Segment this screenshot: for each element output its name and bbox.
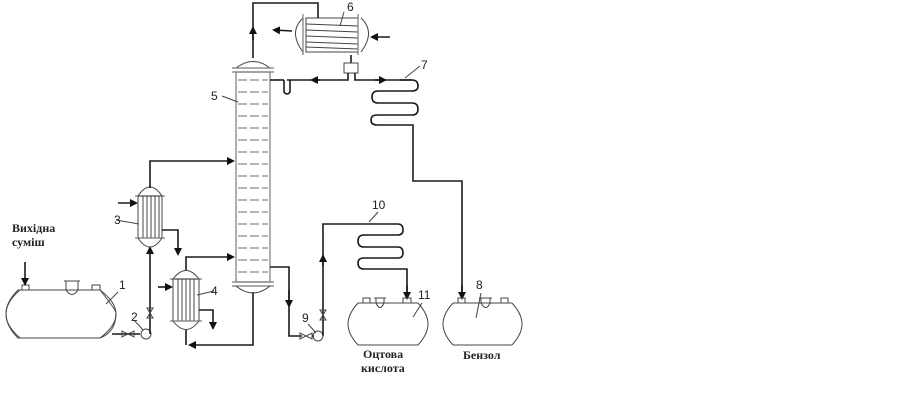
- valve-icon: [319, 309, 327, 321]
- label-2: 2: [131, 310, 138, 324]
- acetic-acid-label-line2: кислота: [361, 361, 405, 375]
- label-9: 9: [302, 311, 309, 325]
- label-3: 3: [114, 213, 121, 227]
- distillation-column-5: [232, 61, 274, 294]
- coil-cooler-7: [370, 79, 463, 296]
- pump-9: [312, 330, 324, 342]
- label-11: 11: [418, 288, 431, 302]
- feed-label-line2: суміш: [12, 235, 45, 249]
- coolant-outlet-arrow: [272, 26, 293, 35]
- condenser-6: [295, 14, 369, 55]
- label-5: 5: [211, 89, 218, 103]
- column-trays: [238, 79, 268, 273]
- valve-icon: [121, 330, 135, 338]
- benzene-tank-8: [442, 297, 523, 346]
- tank-nozzle: [21, 284, 30, 291]
- benzene-label: Бензол: [463, 348, 501, 362]
- valve-icon: [146, 307, 154, 319]
- heat-exchanger-3: [135, 186, 165, 248]
- coil-cooler-10: [357, 223, 408, 296]
- feed-label-line1: Вихідна: [12, 221, 55, 235]
- feed-tank-1: [5, 280, 117, 339]
- label-1: 1: [119, 278, 126, 292]
- label-6: 6: [347, 0, 354, 14]
- label-7: 7: [421, 58, 428, 72]
- acetic-acid-tank-11: [347, 297, 429, 346]
- tank-dome: [64, 280, 80, 295]
- label-10: 10: [372, 198, 386, 212]
- phase-separator: [343, 62, 359, 74]
- label-4: 4: [211, 284, 218, 298]
- label-8: 8: [476, 278, 483, 292]
- reboiler-4: [170, 270, 202, 330]
- pump-2: [140, 328, 152, 340]
- acetic-acid-label-line1: Оцтова: [363, 347, 403, 361]
- tank-nozzle: [91, 284, 101, 291]
